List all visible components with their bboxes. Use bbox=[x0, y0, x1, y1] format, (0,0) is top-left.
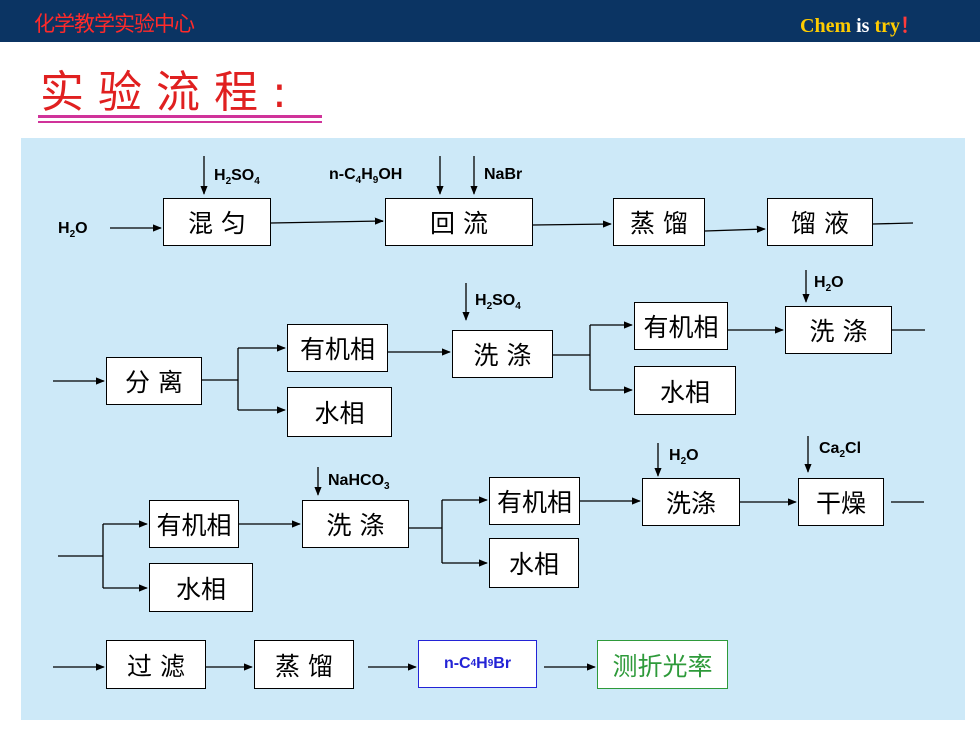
step-aqueous-phase-4: 水相 bbox=[489, 538, 579, 588]
step-wash-1: 洗 涤 bbox=[452, 330, 553, 378]
step-organic-phase-1: 有机相 bbox=[287, 324, 388, 372]
step-organic-phase-2: 有机相 bbox=[634, 302, 728, 350]
line-row1-exit bbox=[872, 222, 914, 225]
header-bar: 化学教学实验中心 Chem is try！ bbox=[0, 0, 980, 42]
step-aqueous-phase-3: 水相 bbox=[149, 563, 253, 612]
step-filter: 过 滤 bbox=[106, 640, 206, 689]
slogan-word-chem: Chem bbox=[800, 15, 852, 37]
step-wash-3: 洗 涤 bbox=[302, 500, 409, 548]
header-org-name: 化学教学实验中心 bbox=[34, 12, 195, 36]
reagent-h2so4-2: H2SO4 bbox=[475, 292, 521, 312]
page-title: 实验流程: bbox=[40, 67, 301, 118]
slogan-exclamation: ！ bbox=[900, 15, 920, 37]
step-wash-4: 洗涤 bbox=[642, 478, 740, 526]
step-steam-distill: 蒸 馏 bbox=[613, 198, 705, 246]
step-organic-phase-3: 有机相 bbox=[149, 500, 239, 548]
slogan-word-is: is bbox=[851, 15, 875, 37]
reagent-water-2: H2O bbox=[814, 274, 844, 294]
arrow-mix-to-reflux bbox=[270, 217, 384, 225]
step-aqueous-phase-2: 水相 bbox=[634, 366, 736, 415]
title-underline bbox=[38, 115, 322, 118]
arrow-reflux-to-steam bbox=[532, 220, 612, 228]
title-underline-2 bbox=[38, 121, 322, 123]
step-reflux: 回 流 bbox=[385, 198, 533, 246]
reagent-water-in: H2O bbox=[58, 220, 88, 240]
reagent-nabr: NaBr bbox=[484, 166, 523, 183]
step-distillate: 馏 液 bbox=[767, 198, 873, 246]
reagent-dryer: Ca2Cl bbox=[819, 440, 862, 460]
step-distill-2: 蒸 馏 bbox=[254, 640, 354, 689]
step-organic-phase-4: 有机相 bbox=[489, 477, 580, 525]
step-wash-2: 洗 涤 bbox=[785, 306, 892, 354]
arrow-steam-to-distillate bbox=[704, 225, 766, 233]
step-dry: 干燥 bbox=[798, 478, 884, 526]
step-refractive-index: 测折光率 bbox=[597, 640, 728, 689]
reagent-nahco3: NaHCO3 bbox=[328, 472, 390, 492]
reagent-butanol: n-C4H9OH bbox=[329, 166, 403, 186]
reagent-water-3: H2O bbox=[669, 447, 699, 467]
step-mix: 混 匀 bbox=[163, 198, 271, 246]
slogan-word-try: try bbox=[874, 15, 900, 37]
step-aqueous-phase-1: 水相 bbox=[287, 387, 392, 437]
header-slogan: Chem is try！ bbox=[800, 9, 920, 38]
reagent-h2so4-1: H2SO4 bbox=[214, 167, 260, 187]
step-separate: 分 离 bbox=[106, 357, 202, 405]
